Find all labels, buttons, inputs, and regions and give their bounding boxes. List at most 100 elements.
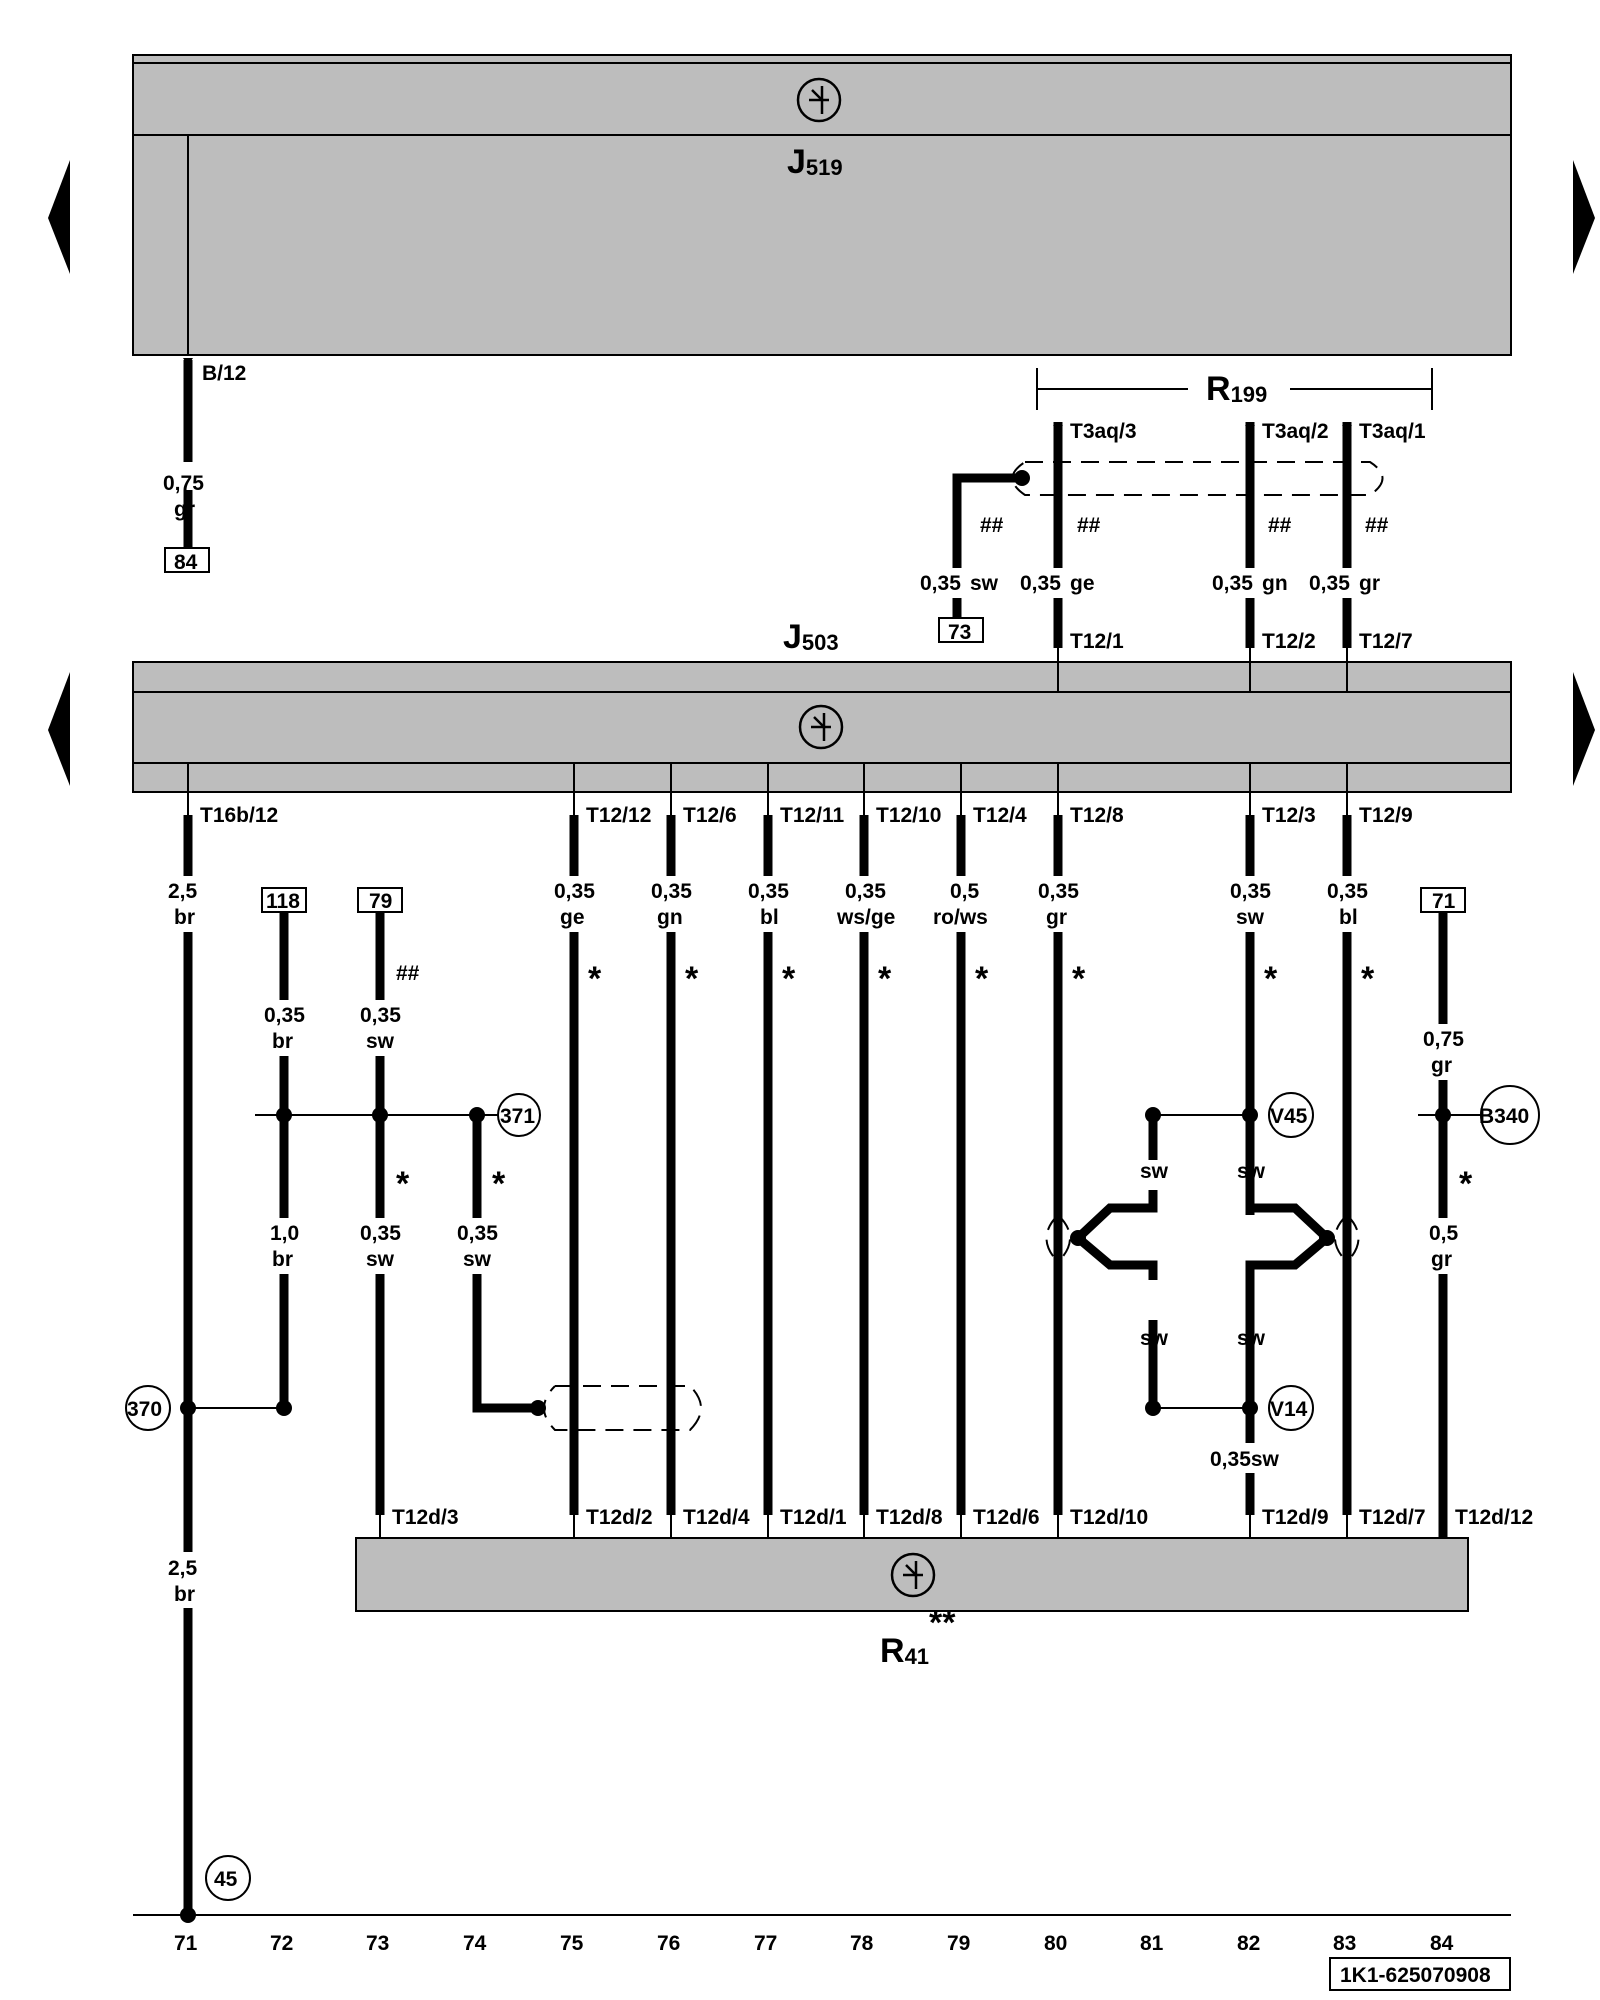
mark-star: * [492, 1165, 506, 1203]
mark-hash: ## [1268, 514, 1292, 537]
connector-v14[interactable]: V14 [1270, 1398, 1308, 1421]
pin-t12-3: T12/3 [1262, 804, 1316, 827]
mark-hash: ## [980, 514, 1004, 537]
svg-text:76: 76 [657, 1932, 680, 1955]
pin-t12d4: T12d/4 [683, 1506, 750, 1529]
track-numbers: 71 72 73 74 75 76 77 78 79 80 81 82 83 8… [174, 1932, 1454, 1955]
mark-hash: ## [1077, 514, 1101, 537]
connector-371[interactable]: 371 [500, 1105, 535, 1128]
pin-b12: B/12 [202, 362, 246, 385]
pin-t12d8: T12d/8 [876, 1506, 943, 1529]
ref-79[interactable]: 79 [369, 890, 392, 913]
shield-r41-75-76 [543, 1385, 702, 1431]
wire-color-78: ws/ge [836, 906, 895, 929]
svg-text:73: 73 [366, 1932, 389, 1955]
pin-t12d9: T12d/9 [1262, 1506, 1329, 1529]
pin-t12d12: T12d/12 [1455, 1506, 1533, 1529]
electronic-symbol-icon [798, 704, 844, 750]
wire-size-73-bottom: 0,35 [360, 1222, 401, 1245]
pin-t12-2: T12/2 [1262, 630, 1316, 653]
mark-star: * [588, 960, 602, 998]
wire-color-74: sw [463, 1248, 492, 1271]
ref-118[interactable]: 118 [266, 890, 300, 913]
pin-markers [183, 358, 1352, 432]
svg-text:83: 83 [1333, 1932, 1356, 1955]
wire-color-82: sw [1236, 906, 1265, 929]
pin-t3aq1: T3aq/1 [1359, 420, 1426, 443]
pin-t12-4: T12/4 [973, 804, 1027, 827]
svg-text:77: 77 [754, 1932, 777, 1955]
wire-size-78: 0,35 [845, 880, 886, 903]
connector-v45[interactable]: V45 [1270, 1105, 1308, 1128]
wire-size-76: 0,35 [651, 880, 692, 903]
svg-text:81: 81 [1140, 1932, 1164, 1955]
wire-color-82-upper: gn [1262, 572, 1288, 595]
pin-t12d3: T12d/3 [392, 1506, 459, 1529]
mark-star: * [1072, 960, 1086, 998]
pin-t12-6: T12/6 [683, 804, 737, 827]
ref-84[interactable]: 84 [174, 551, 198, 574]
page-next-arrow-top[interactable] [1573, 160, 1595, 274]
wire-color-71-upper: gr [174, 498, 195, 521]
connector-45[interactable]: 45 [214, 1868, 238, 1891]
wire-color-80: gr [1046, 906, 1067, 929]
svg-text:80: 80 [1044, 1932, 1067, 1955]
pin-t12-9: T12/9 [1359, 804, 1413, 827]
mark-star: * [782, 960, 796, 998]
svg-text:75: 75 [560, 1932, 584, 1955]
svg-text:79: 79 [947, 1932, 970, 1955]
wire-74[interactable] [472, 1115, 538, 1413]
mark-hash: ## [1365, 514, 1389, 537]
mark-star: * [878, 960, 892, 998]
wire-size-82: 0,35 [1230, 880, 1271, 903]
mark-star: * [685, 960, 699, 998]
pin-t16b12: T16b/12 [200, 804, 278, 827]
page-next-arrow-bottom[interactable] [1573, 672, 1595, 786]
page-prev-arrow-bottom[interactable] [48, 672, 70, 786]
control-unit-j503: J503 [132, 618, 1512, 793]
wire-color-83: bl [1339, 906, 1358, 929]
pin-t12d10: T12d/10 [1070, 1506, 1148, 1529]
document-id: 1K1-625070908 [1340, 1964, 1491, 1987]
pin-t12d2: T12d/2 [586, 1506, 653, 1529]
wire-size-83-upper: 0,35 [1309, 572, 1350, 595]
pin-t3aq2: T3aq/2 [1262, 420, 1329, 443]
wire-color-sw-82a: sw [1237, 1160, 1266, 1183]
pin-t12-7: T12/7 [1359, 630, 1413, 653]
ref-71[interactable]: 71 [1432, 890, 1456, 913]
r41-label: R41** [880, 1604, 956, 1670]
wire-color-71: br [174, 906, 195, 929]
wire-color-sw-81a: sw [1140, 1160, 1169, 1183]
connector-b340[interactable]: B340 [1479, 1105, 1529, 1128]
control-unit-j519: J519 [132, 54, 1512, 356]
svg-text:82: 82 [1237, 1932, 1260, 1955]
connector-370[interactable]: 370 [127, 1398, 162, 1421]
wire-color-shield: sw [970, 572, 999, 595]
mark-star: * [1264, 960, 1278, 998]
wire-color-72-bottom: br [272, 1248, 293, 1271]
electronic-symbol-icon [890, 1552, 936, 1598]
mark-star: * [1459, 1165, 1473, 1203]
wire-color-80-upper: ge [1070, 572, 1095, 595]
wire-size-72: 0,35 [264, 1004, 305, 1027]
j519-label: J519 [787, 143, 843, 181]
sensor-r199: R199 [1036, 368, 1433, 410]
mark-star: * [1361, 960, 1375, 998]
wire-size-84-bottom: 0,5 [1429, 1222, 1459, 1245]
pin-t12-11: T12/11 [780, 804, 845, 827]
svg-text:78: 78 [850, 1932, 874, 1955]
wire-color-71-bottom: br [174, 1583, 195, 1606]
mark-hash: ## [396, 962, 420, 985]
wire-color-73-bottom: sw [366, 1248, 395, 1271]
svg-text:71: 71 [174, 1932, 198, 1955]
ref-73[interactable]: 73 [948, 621, 971, 644]
pin-t12-10: T12/10 [876, 804, 941, 827]
wire-size-75: 0,35 [554, 880, 595, 903]
wire-color-76: gn [657, 906, 683, 929]
page-prev-arrow-top[interactable] [48, 160, 70, 274]
wire-size-82-upper: 0,35 [1212, 572, 1253, 595]
wire-color-77: bl [760, 906, 779, 929]
wire-color-84: gr [1431, 1054, 1452, 1077]
r199-label: R199 [1206, 370, 1267, 408]
wire-color-72: br [272, 1030, 293, 1053]
